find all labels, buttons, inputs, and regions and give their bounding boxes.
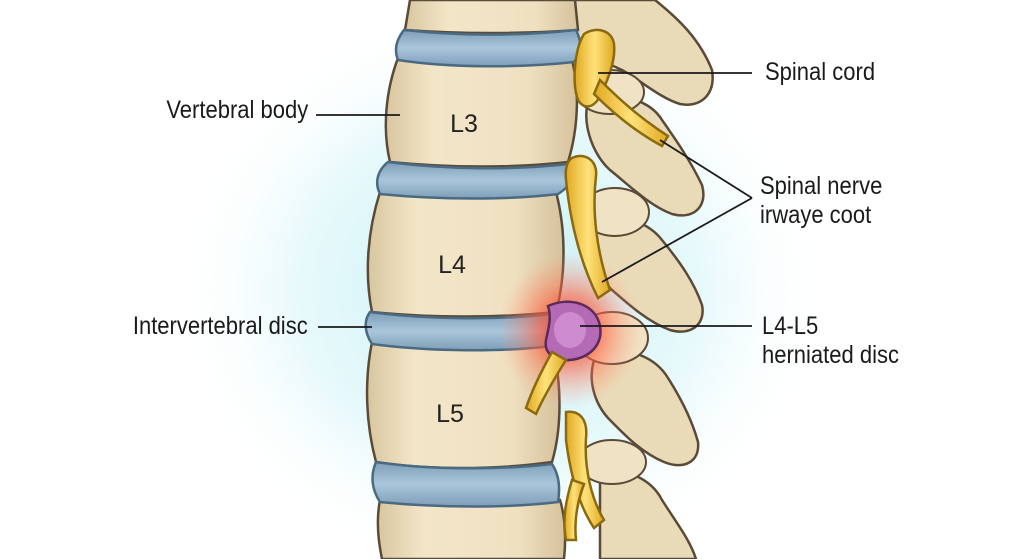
herniated-disc-bulge — [544, 300, 602, 362]
leader-spinal-nerve-a — [659, 139, 753, 199]
label-spinal-nerve-line1: Spinal nerve — [760, 172, 883, 200]
vertebra-label-l3: L3 — [450, 110, 478, 138]
vertebra-l3 — [384, 56, 579, 168]
nerve-root-compressed — [524, 350, 568, 416]
leader-lines — [316, 72, 753, 328]
vertebra-s1 — [376, 498, 567, 559]
disc-l2-l3 — [394, 28, 582, 68]
nerve-root-middle — [564, 154, 612, 300]
disc-l5-s1 — [371, 460, 561, 508]
label-vertebral-body: Vertebral body — [166, 96, 308, 124]
leader-spinal-nerve-b — [601, 197, 753, 283]
spinal-nerves — [524, 28, 670, 542]
label-herniated-line1: L4-L5 — [762, 312, 819, 340]
nerve-root-lower — [564, 410, 606, 530]
label-herniated-line2: herniated disc — [762, 341, 899, 369]
nerve-root-upper — [592, 77, 670, 148]
label-spinal-nerve-line2: irwaye coot — [760, 201, 872, 229]
vertebra-label-l4: L4 — [438, 251, 466, 279]
label-spinal-cord: Spinal cord — [765, 58, 876, 86]
vertebra-label-l5: L5 — [436, 400, 464, 428]
disc-l3-l4 — [376, 160, 573, 200]
nerve-root-lowest — [563, 478, 586, 542]
vertebra-l2 — [403, 0, 580, 35]
label-intervertebral-disc: Intervertebral disc — [133, 312, 308, 340]
